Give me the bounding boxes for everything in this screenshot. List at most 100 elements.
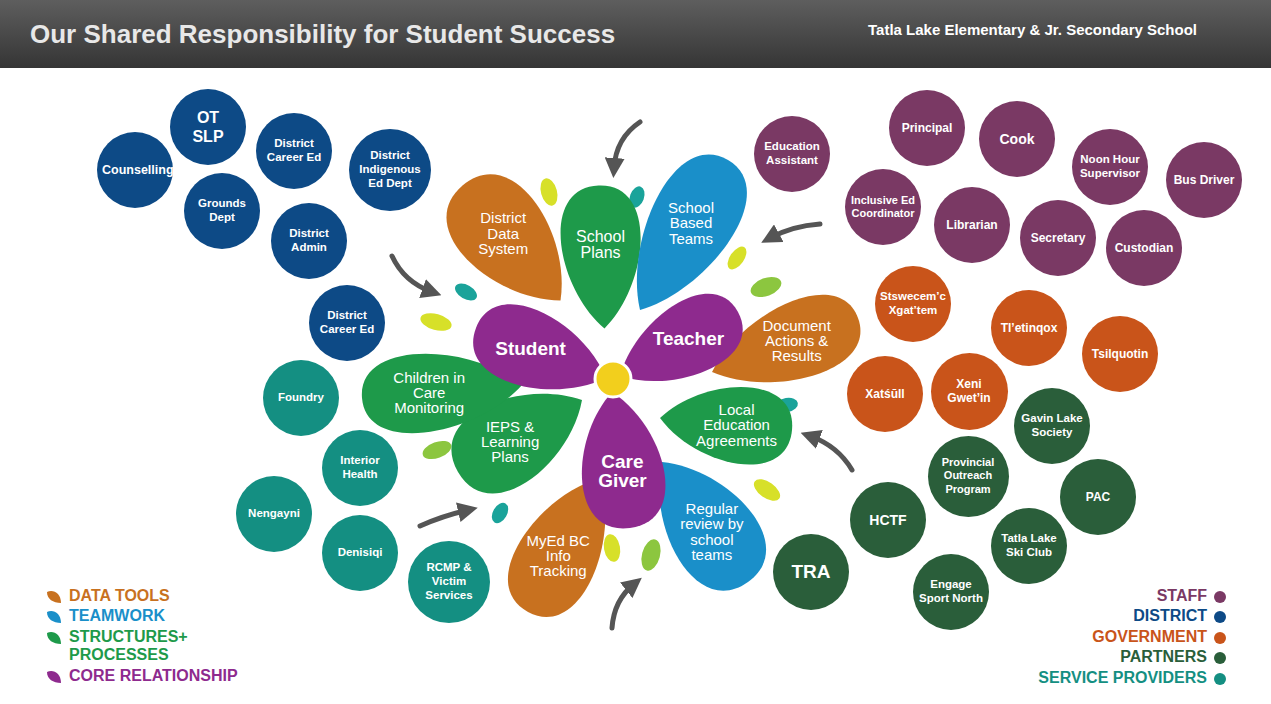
group-circle: Counselling [97, 132, 173, 208]
circle-label: Tsilquotin [1092, 347, 1148, 361]
circle-label: Gavin Lake Society [1019, 412, 1085, 440]
group-circle: Noon Hour Supervisor [1072, 129, 1148, 205]
legend-right: STAFF DISTRICT GOVERNMENT PARTNERS SERVICE P… [1038, 587, 1227, 687]
legend-row: PARTNERS [1120, 648, 1227, 666]
legend-dot [1213, 672, 1227, 686]
group-circle: Denisiqi [322, 515, 398, 591]
circle-label: Grounds Dept [189, 197, 255, 225]
petal-outline [462, 292, 620, 414]
petal-label: MyEd BC Info Tracking [523, 533, 593, 579]
dot-shape [1214, 632, 1226, 644]
legend-leaf [45, 609, 63, 625]
legend-row: DISTRICT [1133, 607, 1227, 625]
group-circle: Principal [889, 90, 965, 166]
dot-shape [1214, 611, 1226, 623]
group-circle: Custodian [1106, 210, 1182, 286]
circle-label: RCMP & Victim Services [416, 561, 482, 602]
petal-label: School Based Teams [651, 200, 731, 246]
petal-label: Regular review by school teams [670, 501, 754, 562]
circle-label: Bus Driver [1174, 173, 1235, 187]
group-circle: Interior Health [322, 430, 398, 506]
group-circle: Tatla Lake Ski Club [991, 508, 1067, 584]
group-circle: District Career Ed [256, 113, 332, 189]
leaf-shape [47, 671, 61, 683]
group-circle: District Indigenous Ed Dept [349, 129, 431, 211]
group-circle: HCTF [850, 482, 926, 558]
group-circle: Gavin Lake Society [1014, 388, 1090, 464]
group-circle: Provincial Outreach Program [928, 436, 1009, 517]
petal-label: Student [486, 339, 576, 358]
school-name: Tatla Lake Elementary & Jr. Secondary Sc… [868, 21, 1197, 38]
petal-outline [558, 183, 644, 329]
petal-label: School Plans [566, 229, 636, 262]
legend-text: GOVERNMENT [1092, 628, 1207, 646]
flower-center [593, 359, 633, 399]
circle-label: Nengayni [248, 507, 300, 521]
legend-text: CORE RELATIONSHIP [69, 667, 238, 685]
group-circle: Librarian [934, 187, 1010, 263]
legend-text: TEAMWORK [69, 607, 165, 625]
petal-label: Document Actions & Results [743, 318, 851, 364]
circle-label: Stswecem’c Xgat’tem [880, 290, 946, 318]
circle-label: District Admin [276, 227, 342, 255]
circle-label: Cook [1000, 131, 1035, 148]
group-circle: Xatśūll [847, 356, 923, 432]
circle-label: Librarian [946, 218, 997, 232]
page-title: Our Shared Responsibility for Student Su… [30, 19, 615, 50]
circle-label: Tl’etinqox [1001, 321, 1058, 335]
legend-row: STRUCTURES+ PROCESSES [45, 628, 259, 665]
group-circle: Bus Driver [1166, 142, 1242, 218]
circle-label: District Career Ed [314, 309, 380, 337]
circle-label: Denisiqi [338, 546, 383, 560]
group-circle: Inclusive Ed Coordinator [845, 169, 921, 245]
group-circle: Grounds Dept [184, 173, 260, 249]
circle-label: District Career Ed [261, 137, 327, 165]
group-circle: Tsilquotin [1082, 316, 1158, 392]
legend-row: TEAMWORK [45, 607, 259, 625]
group-circle: Foundry [263, 360, 339, 436]
group-circle: OT SLP [170, 89, 246, 165]
circle-label: Xatśūll [865, 387, 904, 401]
legend-leaf [45, 669, 63, 685]
legend-dot [1213, 631, 1227, 645]
circle-label: Education Assistant [759, 140, 825, 168]
circle-label: District Indigenous Ed Dept [357, 149, 423, 190]
circle-label: Principal [902, 121, 953, 135]
legend-left: DATA TOOLS TEAMWORK STRUCTURES+ PROCESSES C… [45, 587, 259, 685]
circle-label: Secretary [1031, 231, 1086, 245]
petal-label: Local Education Agreements [687, 402, 787, 448]
group-circle: Xeni Gwet’in [931, 353, 1008, 430]
circle-label: OT SLP [186, 108, 230, 146]
circle-label: Tatla Lake Ski Club [996, 532, 1062, 560]
group-circle: Cook [979, 101, 1055, 177]
legend-row: STAFF [1157, 587, 1227, 605]
petal-label: Care Giver [587, 452, 657, 491]
circle-label: Xeni Gwet’in [936, 377, 1002, 406]
group-circle: Nengayni [236, 476, 312, 552]
petal-outline [657, 380, 796, 469]
petal-label: Children in Care Monitoring [379, 370, 479, 416]
circle-label: Provincial Outreach Program [935, 456, 1001, 496]
group-circle: Stswecem’c Xgat’tem [875, 266, 951, 342]
group-circle: District Career Ed [309, 285, 385, 361]
petal-outline [603, 280, 756, 409]
legend-row: DATA TOOLS [45, 587, 259, 605]
circle-label: Engage Sport North [918, 578, 984, 606]
leaf-shape [47, 632, 61, 644]
group-circle: PAC [1060, 459, 1136, 535]
legend-leaf [45, 630, 63, 646]
circle-label: Noon Hour Supervisor [1077, 153, 1143, 181]
legend-dot [1213, 651, 1227, 665]
group-circle: TRA [773, 534, 849, 610]
group-circle: Secretary [1020, 200, 1096, 276]
legend-text: STAFF [1157, 587, 1207, 605]
circle-label: HCTF [869, 512, 906, 529]
group-circle: RCMP & Victim Services [408, 541, 490, 623]
circle-label: Custodian [1115, 241, 1174, 255]
group-circle: Tl’etinqox [991, 290, 1067, 366]
legend-text: SERVICE PROVIDERS [1038, 669, 1207, 687]
legend-text: DATA TOOLS [69, 587, 170, 605]
petal-label: District Data System [463, 210, 543, 256]
legend-row: GOVERNMENT [1092, 628, 1227, 646]
